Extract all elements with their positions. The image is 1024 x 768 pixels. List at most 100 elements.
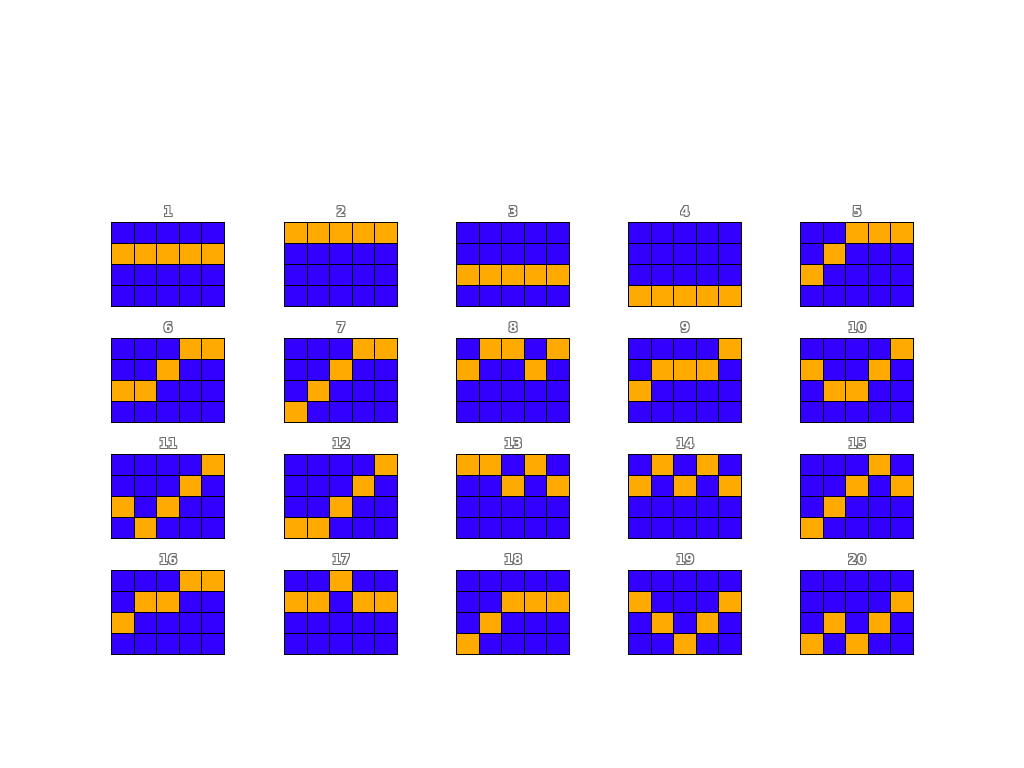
cell-off xyxy=(352,613,375,633)
cell-on xyxy=(502,339,524,359)
cell-on xyxy=(457,265,479,285)
cell-on xyxy=(202,455,224,475)
cell-on xyxy=(479,613,502,633)
cell-off xyxy=(202,476,224,496)
pattern-board xyxy=(456,454,570,539)
cell-off xyxy=(868,402,891,422)
cell-on xyxy=(502,592,524,612)
cell-on xyxy=(868,455,891,475)
cell-off xyxy=(547,634,569,654)
cell-off xyxy=(134,455,157,475)
cell-off xyxy=(457,244,479,264)
cell-off xyxy=(179,223,202,243)
panel-title: 8 xyxy=(508,321,518,336)
cell-off xyxy=(846,265,868,285)
cell-off xyxy=(285,360,307,380)
cell-off xyxy=(112,518,134,538)
cell-off xyxy=(457,497,479,517)
cell-off xyxy=(547,571,569,591)
cell-off xyxy=(651,402,674,422)
cell-off xyxy=(352,497,375,517)
cell-on xyxy=(651,360,674,380)
cell-off xyxy=(696,381,719,401)
cell-off xyxy=(823,518,846,538)
cell-off xyxy=(891,286,913,306)
cell-off xyxy=(307,286,330,306)
cell-off xyxy=(134,634,157,654)
cell-off xyxy=(823,592,846,612)
cell-off xyxy=(202,223,224,243)
pattern-board xyxy=(628,454,742,539)
cell-off xyxy=(202,381,224,401)
cell-off xyxy=(801,571,823,591)
cell-off xyxy=(479,360,502,380)
cell-off xyxy=(134,402,157,422)
cell-off xyxy=(524,381,547,401)
cell-off xyxy=(112,402,134,422)
cell-off xyxy=(674,518,696,538)
cell-on xyxy=(674,634,696,654)
cell-on xyxy=(352,476,375,496)
cell-off xyxy=(674,223,696,243)
cell-off xyxy=(502,455,524,475)
cell-off xyxy=(202,402,224,422)
cell-off xyxy=(846,592,868,612)
cell-off xyxy=(868,476,891,496)
cell-off xyxy=(134,497,157,517)
cell-off xyxy=(330,634,352,654)
cell-on xyxy=(651,286,674,306)
cell-on xyxy=(696,360,719,380)
cell-off xyxy=(823,402,846,422)
cell-off xyxy=(651,265,674,285)
cell-off xyxy=(352,244,375,264)
cell-on xyxy=(307,518,330,538)
cell-off xyxy=(846,402,868,422)
cell-off xyxy=(823,360,846,380)
cell-off xyxy=(719,402,741,422)
cell-off xyxy=(157,455,179,475)
cell-off xyxy=(801,244,823,264)
cell-off xyxy=(696,592,719,612)
cell-off xyxy=(479,476,502,496)
cell-on xyxy=(868,360,891,380)
cell-off xyxy=(202,497,224,517)
cell-off xyxy=(375,381,397,401)
cell-off xyxy=(330,381,352,401)
cell-off xyxy=(307,360,330,380)
cell-off xyxy=(629,244,651,264)
cell-off xyxy=(479,223,502,243)
cell-on xyxy=(134,381,157,401)
cell-off xyxy=(629,497,651,517)
cell-off xyxy=(868,571,891,591)
cell-on xyxy=(547,476,569,496)
panel-title: 20 xyxy=(847,553,867,568)
cell-off xyxy=(868,286,891,306)
cell-off xyxy=(629,571,651,591)
cell-off xyxy=(479,518,502,538)
cell-off xyxy=(846,571,868,591)
cell-off xyxy=(868,592,891,612)
cell-off xyxy=(307,244,330,264)
cell-off xyxy=(524,286,547,306)
cell-off xyxy=(846,518,868,538)
cell-off xyxy=(157,286,179,306)
cell-off xyxy=(352,455,375,475)
cell-on xyxy=(330,497,352,517)
cell-off xyxy=(330,244,352,264)
cell-off xyxy=(134,476,157,496)
cell-on xyxy=(112,244,134,264)
cell-off xyxy=(696,339,719,359)
cell-on xyxy=(629,381,651,401)
cell-off xyxy=(891,360,913,380)
cell-off xyxy=(375,402,397,422)
cell-off xyxy=(285,613,307,633)
cell-on xyxy=(112,613,134,633)
cell-off xyxy=(307,265,330,285)
pattern-board xyxy=(284,222,398,307)
cell-off xyxy=(547,402,569,422)
cell-on xyxy=(846,634,868,654)
cell-off xyxy=(696,518,719,538)
cell-off xyxy=(330,286,352,306)
cell-off xyxy=(285,455,307,475)
